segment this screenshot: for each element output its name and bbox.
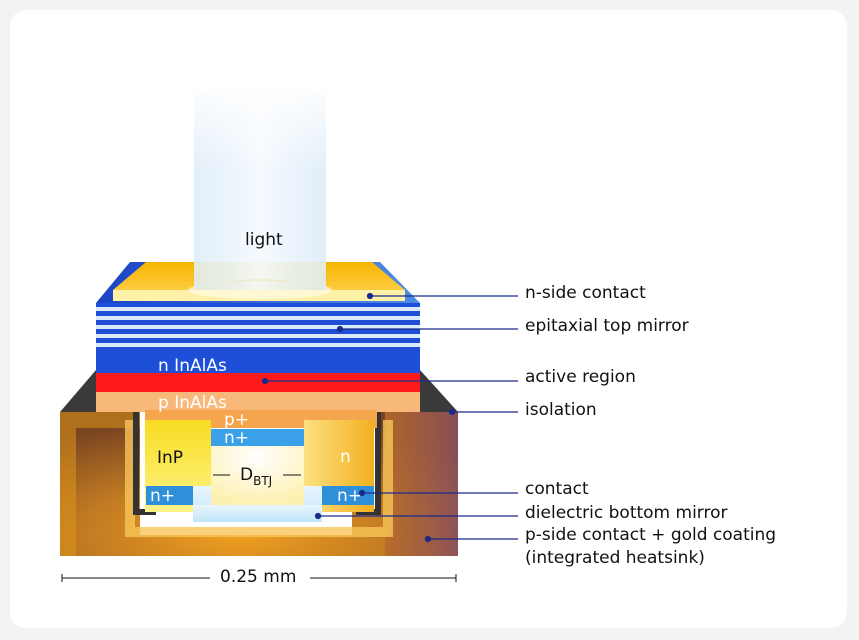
- heatsink: [60, 412, 458, 556]
- p-plus-label: p+: [224, 410, 249, 430]
- callout-contact: contact: [525, 479, 589, 499]
- light-label: light: [245, 230, 283, 250]
- light-beam: [194, 90, 326, 290]
- n-plus-right-label: n+: [337, 486, 362, 506]
- n-inalas-label: n InAlAs: [158, 356, 227, 376]
- callout-p-side-contact: p-side contact + gold coating: [525, 525, 776, 545]
- n-plus-left-label: n+: [150, 486, 175, 506]
- active-region: [96, 373, 420, 392]
- inp-label: InP: [157, 448, 183, 468]
- p-inalas-layer: [96, 392, 420, 412]
- callout-lines: [261, 292, 518, 543]
- n-plus-left-block: [146, 486, 193, 505]
- epitaxial-top-mirror: [96, 303, 420, 355]
- callout-integrated-heatsink: (integrated heatsink): [525, 548, 705, 568]
- callout-epitaxial-top-mirror: epitaxial top mirror: [525, 316, 689, 336]
- callout-dielectric-bottom-mirror: dielectric bottom mirror: [525, 503, 728, 523]
- scale-bar: [61, 574, 457, 582]
- callout-n-side-contact: n-side contact: [525, 283, 646, 303]
- callout-active-region: active region: [525, 367, 636, 387]
- n-plus-center-label: n+: [224, 428, 249, 448]
- callout-isolation: isolation: [525, 400, 597, 420]
- scale-label: 0.25 mm: [220, 567, 296, 587]
- n-inalas-layer: [96, 355, 420, 373]
- n-plus-center-layer: [211, 429, 304, 446]
- n-right-label: n: [340, 447, 351, 467]
- d-btj-label: DBTJ: [240, 465, 272, 488]
- p-inalas-label: p InAlAs: [158, 393, 227, 413]
